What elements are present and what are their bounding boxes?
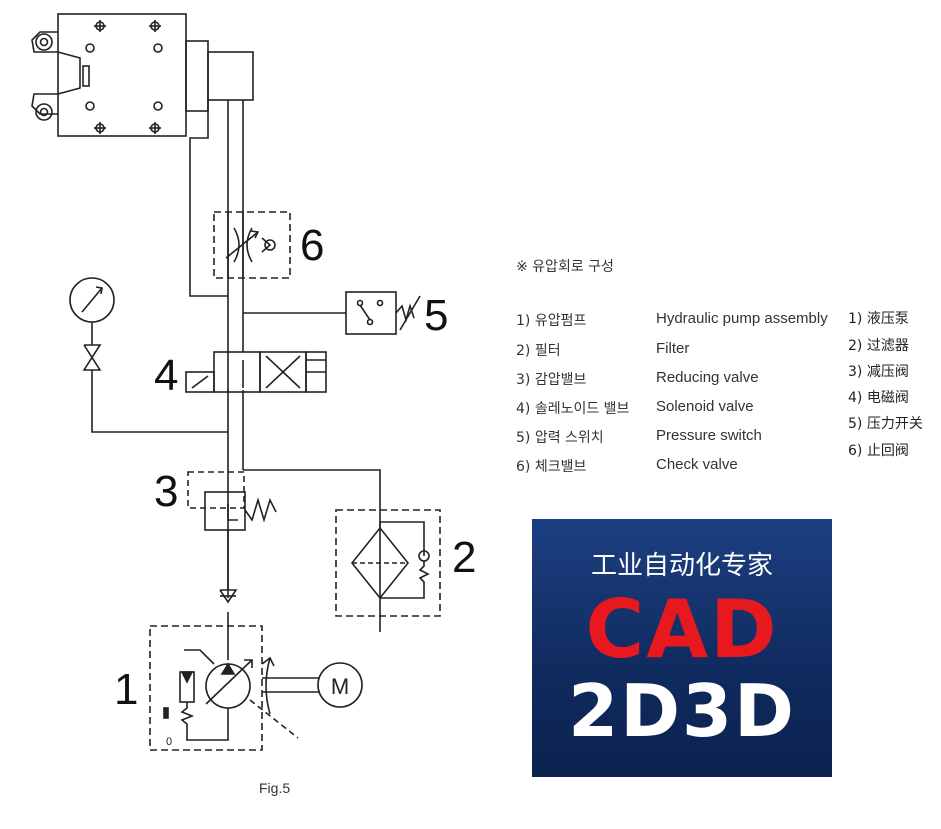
label-reducing-valve-number: 3 xyxy=(154,467,179,516)
legend-chinese: 4) 电磁阀 xyxy=(848,390,909,406)
check-valve-symbol xyxy=(213,211,291,279)
legend-english: Hydraulic pump assembly xyxy=(656,310,828,327)
badge-2d3d: 2D3D xyxy=(568,669,796,753)
label-pump-number: 1 xyxy=(114,665,139,714)
badge-cad: CAD xyxy=(585,583,779,676)
legend-korean: 3) 감압밸브 xyxy=(516,372,587,388)
legend-english: Check valve xyxy=(656,456,738,473)
legend-korean: 5) 압력 스위치 xyxy=(516,430,604,446)
filter-symbol xyxy=(335,509,441,617)
legend-korean: 6) 체크밸브 xyxy=(516,459,587,475)
solenoid-valve-symbol xyxy=(185,351,327,393)
watermark-badge: 工业自动化专家 CAD 2D3D xyxy=(532,519,832,777)
legend-chinese: 2) 过滤器 xyxy=(848,338,909,354)
pressure-switch-symbol xyxy=(345,291,421,335)
label-solenoid-valve-number: 4 xyxy=(154,351,179,400)
label-pressure-switch-number: 5 xyxy=(424,291,449,340)
legend-english: Pressure switch xyxy=(656,427,762,444)
badge-tagline: 工业自动化专家 xyxy=(590,551,773,581)
legend-korean: 1) 유압펌프 xyxy=(516,313,587,329)
legend-chinese: 3) 减压阀 xyxy=(848,364,909,380)
figure-caption: Fig.5 xyxy=(259,780,291,796)
legend-english: Solenoid valve xyxy=(656,398,754,415)
legend-english: Reducing valve xyxy=(656,369,759,386)
label-check-valve-number: 6 xyxy=(300,221,325,270)
pressure-gauge xyxy=(69,277,115,371)
reducing-valve-symbol xyxy=(187,471,277,531)
motor-label: M xyxy=(331,674,349,699)
pump-assembly-symbol xyxy=(149,589,363,751)
legend-korean: 4) 솔레노이드 밸브 xyxy=(516,401,630,417)
legend-chinese: 5) 压力开关 xyxy=(848,416,923,432)
label-filter-number: 2 xyxy=(452,533,477,582)
legend-title: ※ 유압회로 구성 xyxy=(516,259,614,275)
legend-chinese: 1) 液压泵 xyxy=(848,311,909,327)
legend-chinese: 6) 止回阀 xyxy=(848,443,909,459)
pump-mark: 0 xyxy=(166,736,172,748)
legend-english: Filter xyxy=(656,340,690,357)
legend-korean: 2) 필터 xyxy=(516,343,561,359)
gripper-assembly xyxy=(31,13,254,137)
